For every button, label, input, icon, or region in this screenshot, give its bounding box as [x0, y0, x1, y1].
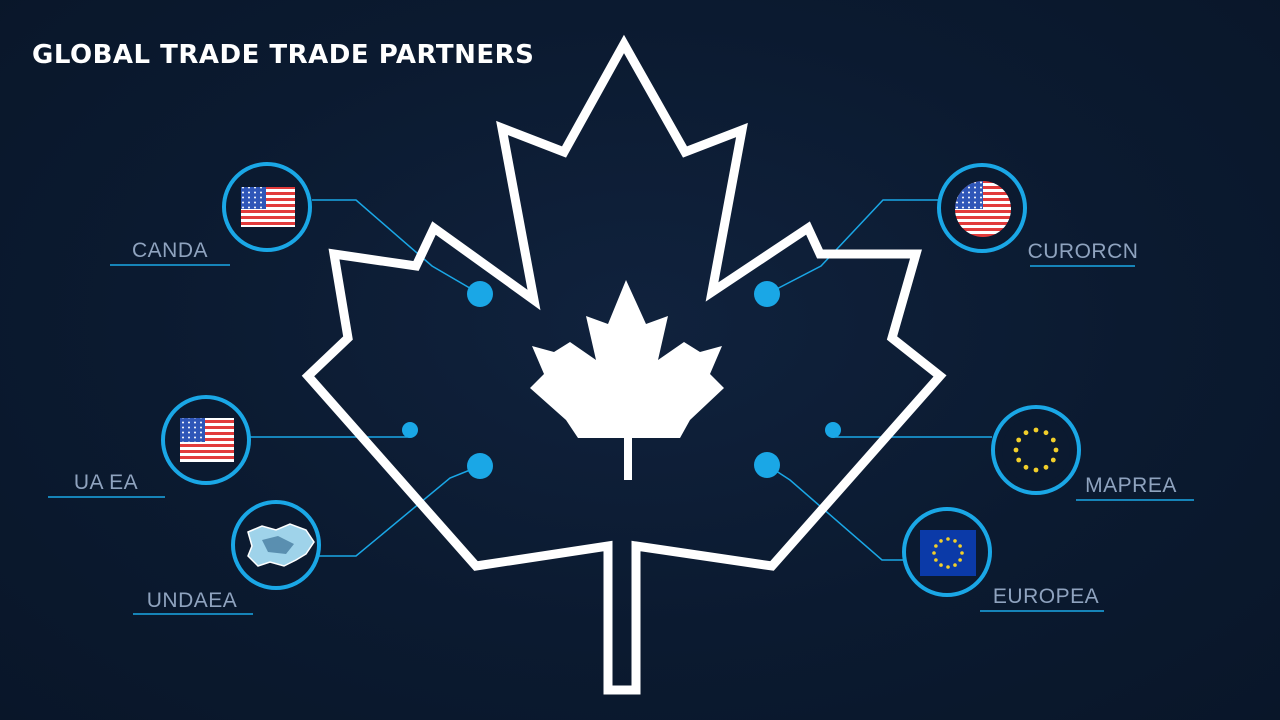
eu-star	[1033, 467, 1039, 473]
eu-star	[1043, 430, 1049, 436]
eu-star	[1016, 437, 1022, 443]
maple-leaf-icon	[530, 280, 724, 480]
us-flag-icon	[241, 187, 295, 227]
connector-lines	[250, 199, 992, 561]
connector-line	[312, 199, 481, 295]
eu-star	[958, 544, 962, 548]
connection-nodes	[402, 281, 841, 479]
eu-stars-icon	[1002, 416, 1070, 484]
eu-star	[1013, 447, 1019, 453]
connector-line	[318, 465, 481, 557]
eu-star	[932, 551, 936, 555]
us-flag-icon	[180, 418, 234, 462]
node-dot	[825, 422, 841, 438]
eu-star	[960, 551, 964, 555]
node-dot	[467, 281, 493, 307]
node-dot	[402, 422, 418, 438]
eu-star	[1016, 457, 1022, 463]
partner-label-europea: EUROPEA	[992, 585, 1100, 608]
node-dot	[754, 281, 780, 307]
eu-star	[1050, 457, 1056, 463]
eu-star	[934, 558, 938, 562]
eu-star	[939, 539, 943, 543]
node-dot	[467, 453, 493, 479]
map-icon	[247, 523, 315, 567]
partner-label-undaea: UNDAEA	[146, 589, 238, 612]
eu-star	[1053, 447, 1059, 453]
eu-star	[958, 558, 962, 562]
eu-star	[1050, 437, 1056, 443]
eu-star	[953, 539, 957, 543]
eu-star	[953, 563, 957, 567]
eu-star	[1023, 430, 1029, 436]
eu-star	[946, 537, 950, 541]
us-flag-round-icon	[955, 181, 1011, 237]
connector-line	[766, 464, 904, 561]
eu-star	[1043, 464, 1049, 470]
eu-star	[1023, 464, 1029, 470]
page-title: GLOBAL TRADE TRADE PARTNERS	[32, 40, 535, 70]
node-dot	[754, 452, 780, 478]
eu-star	[939, 563, 943, 567]
eu-star	[934, 544, 938, 548]
partner-label-ua-ea: UA EA	[73, 471, 139, 494]
maple-leaf-outline	[301, 34, 947, 695]
eu-star	[946, 565, 950, 569]
eu-flag-icon	[920, 530, 976, 576]
connector-line	[766, 199, 938, 295]
partner-label-curorcn: CURORCN	[1027, 240, 1139, 263]
eu-star	[1033, 427, 1039, 433]
partner-label-canda: CANDA	[131, 239, 209, 262]
partner-label-maprea: MAPREA	[1085, 474, 1177, 497]
